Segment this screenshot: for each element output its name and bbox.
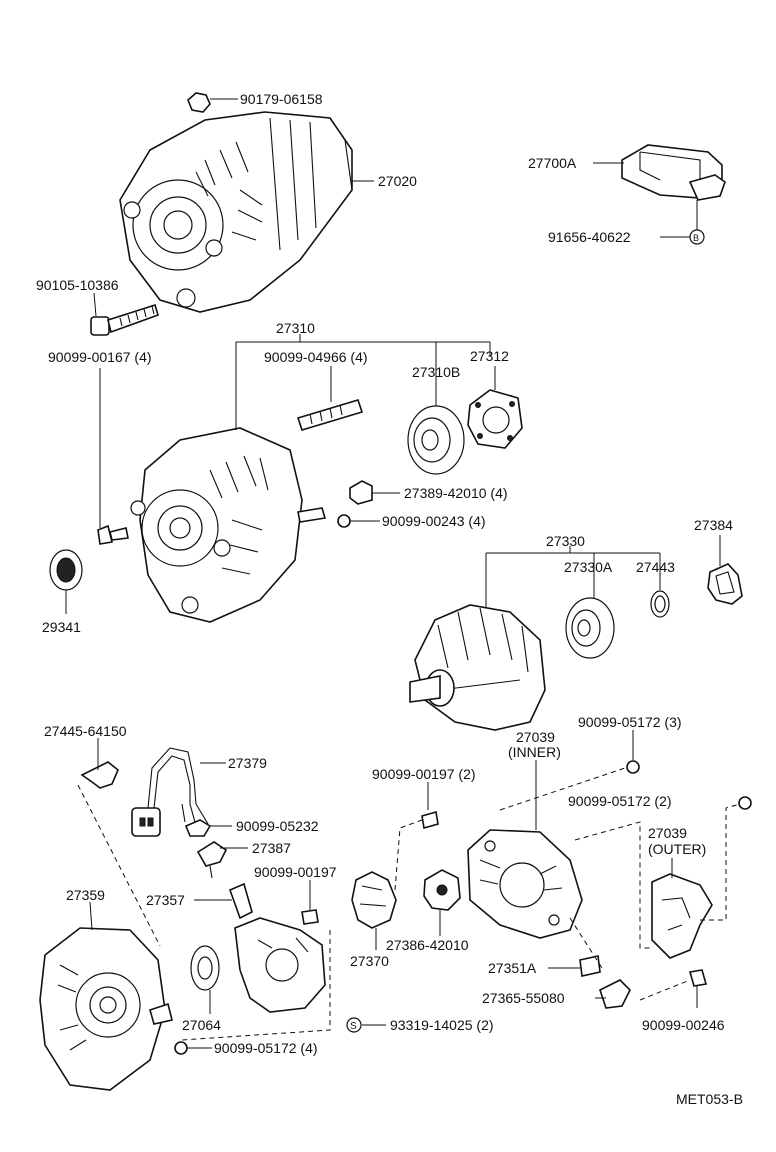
- label-90099-00197: 90099-00197: [254, 864, 337, 880]
- label-90099-05172-2: 90099-05172 (2): [568, 793, 672, 809]
- label-27357: 27357: [146, 892, 185, 908]
- rear-housing-drawing: [130, 427, 327, 623]
- ring-27443-drawing: [650, 590, 670, 618]
- label-90099-00243: 90099-00243 (4): [382, 513, 486, 529]
- label-27387: 27387: [252, 840, 291, 856]
- stud-bolt-drawing: [296, 399, 364, 431]
- small-nut-drawing: [337, 514, 351, 528]
- label-27443: 27443: [636, 559, 675, 575]
- terminal-27365-drawing: [599, 979, 631, 1009]
- wiring-harness-drawing: [131, 747, 209, 837]
- retainer-plate-drawing: [467, 389, 523, 449]
- inner-cover-drawing: [467, 829, 583, 939]
- marker-b-letter: B: [693, 233, 699, 243]
- label-29341: 29341: [42, 619, 81, 635]
- marker-s-letter: S: [350, 1021, 357, 1032]
- label-27064: 27064: [182, 1017, 221, 1033]
- rear-end-frame-drawing: [39, 927, 173, 1091]
- marker-s-circle: [346, 1017, 362, 1033]
- nut-05172-2-drawing: [738, 796, 752, 810]
- alternator-assembly-drawing: [119, 111, 353, 313]
- label-90099-00246: 90099-00246: [642, 1017, 725, 1033]
- nut-drawing: [187, 92, 211, 113]
- label-27330a: 27330A: [564, 559, 613, 575]
- label-27389-42010: 27389-42010 (4): [404, 485, 508, 501]
- cover-27384-drawing: [707, 563, 743, 605]
- label-93319-14025: 93319-14025 (2): [390, 1017, 494, 1033]
- label-27039-inner: 27039: [516, 729, 555, 745]
- label-27386-42010: 27386-42010: [386, 937, 469, 953]
- label-90179-06158: 90179-06158: [240, 91, 323, 107]
- label-90099-00197-2: 90099-00197 (2): [372, 766, 476, 782]
- nut-05172-3-drawing: [626, 760, 640, 774]
- screw-00197-drawing: [301, 909, 319, 925]
- part-labels: 90179-06158 27020 27700A 91656-40622 B 9…: [36, 91, 743, 1107]
- diagram-code: MET053-B: [676, 1091, 743, 1107]
- screw-drawing: [97, 524, 129, 545]
- label-90105-10386: 90105-10386: [36, 277, 119, 293]
- bolt-00246-drawing: [688, 969, 708, 987]
- label-27039-outer-note: (OUTER): [648, 841, 706, 857]
- regulator-drawing: [621, 144, 726, 201]
- spacer-27351a-drawing: [579, 955, 601, 977]
- bushing-drawing: [349, 480, 373, 505]
- holder-27386-drawing: [423, 869, 461, 911]
- label-27039-inner-note: (INNER): [508, 744, 561, 760]
- terminal-27387-drawing: [196, 841, 228, 879]
- label-27379: 27379: [228, 755, 267, 771]
- label-90099-05232: 90099-05232: [236, 818, 319, 834]
- rotor-drawing: [409, 604, 546, 731]
- label-27700a: 27700A: [528, 155, 577, 171]
- label-27020: 27020: [378, 173, 417, 189]
- screw-00197-2-drawing: [421, 810, 439, 830]
- label-27384: 27384: [694, 517, 733, 533]
- label-91656-40622: 91656-40622: [548, 229, 631, 245]
- label-90099-00167: 90099-00167 (4): [48, 349, 152, 365]
- label-27351a: 27351A: [488, 960, 537, 976]
- leader-lines: [65, 98, 721, 1049]
- label-90099-05172-4: 90099-05172 (4): [214, 1040, 318, 1056]
- label-27370: 27370: [350, 953, 389, 969]
- seal-29341-drawing: [49, 549, 83, 591]
- assembly-dashed-lines: [77, 767, 741, 1041]
- insulator-27064-drawing: [190, 945, 220, 991]
- label-90099-04966: 90099-04966 (4): [264, 349, 368, 365]
- brush-holder-27357-drawing: [228, 882, 326, 1013]
- label-27365-55080: 27365-55080: [482, 990, 565, 1006]
- clamp-27445-drawing: [80, 761, 119, 789]
- label-27445-64150: 27445-64150: [44, 723, 127, 739]
- label-27310: 27310: [276, 320, 315, 336]
- nut-05172-4-drawing: [174, 1041, 188, 1055]
- regulator-27370-drawing: [351, 871, 397, 929]
- bolt-drawing: [90, 303, 159, 336]
- label-27359: 27359: [66, 887, 105, 903]
- label-27312: 27312: [470, 348, 509, 364]
- bearing-27310b-drawing: [407, 405, 465, 475]
- bearing-27330a-drawing: [565, 597, 615, 659]
- label-90099-05172-3: 90099-05172 (3): [578, 714, 682, 730]
- label-27330: 27330: [546, 533, 585, 549]
- grommet-drawing: [184, 819, 212, 837]
- label-27310b: 27310B: [412, 364, 460, 380]
- label-27039-outer: 27039: [648, 825, 687, 841]
- outer-cover-drawing: [651, 873, 713, 959]
